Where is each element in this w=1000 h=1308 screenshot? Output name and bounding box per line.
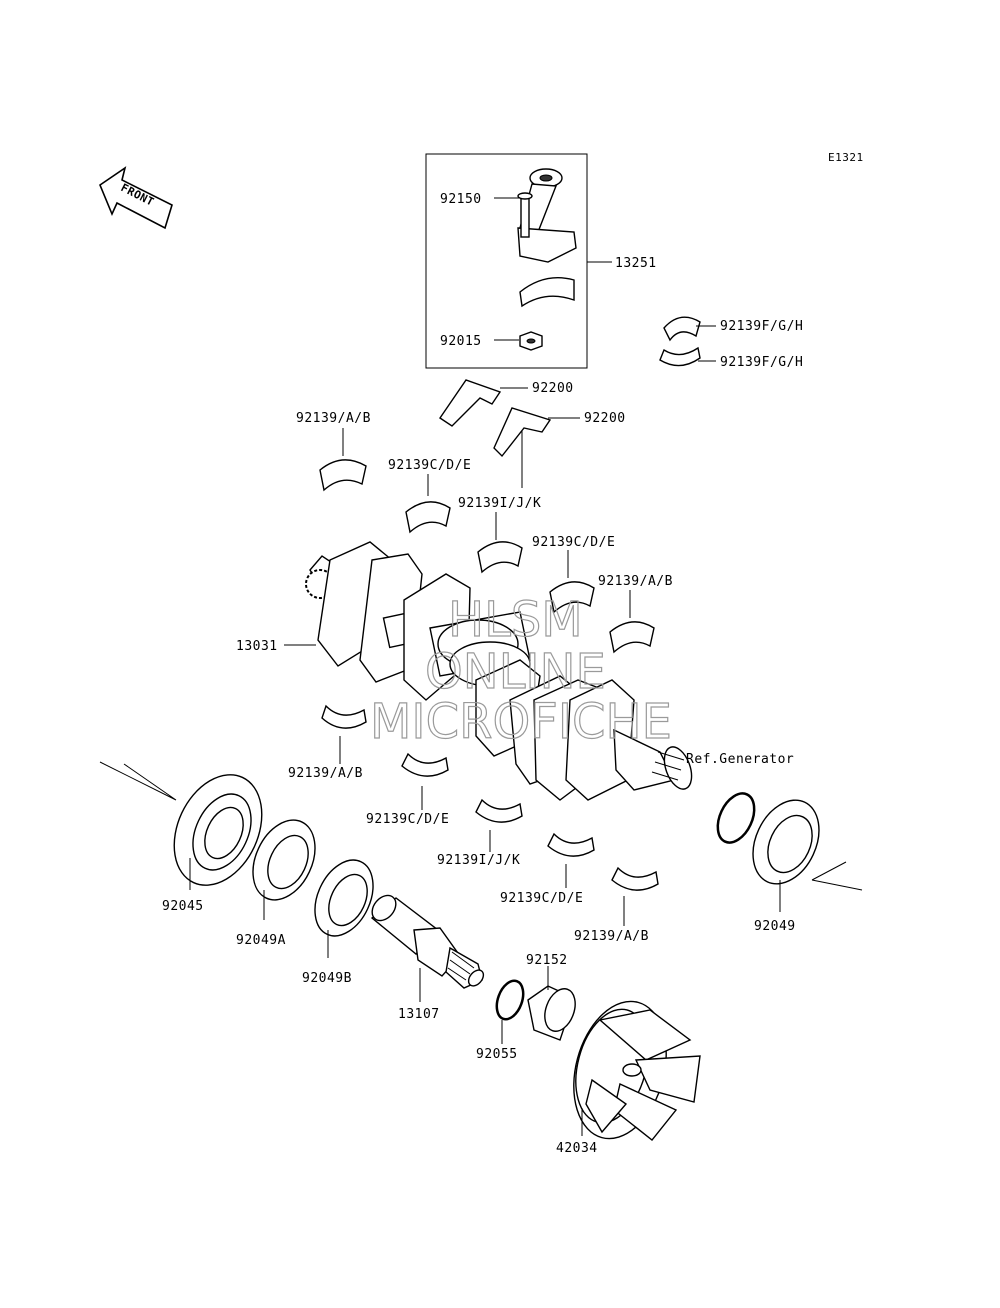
main-bearing-upper-1[interactable] [319, 459, 367, 492]
watermark: HLSM ONLINE MICROFICHE [369, 591, 672, 750]
crankshaft[interactable] [305, 541, 697, 801]
callout-92045: 92045 [162, 899, 204, 914]
callout-92049b: 92049B [302, 971, 352, 986]
conrod-bolt[interactable] [517, 192, 533, 238]
callout-92200-1: 92200 [532, 381, 574, 396]
callout-13107: 13107 [398, 1007, 440, 1022]
callout-92150: 92150 [440, 192, 482, 207]
callout-92152: 92152 [526, 953, 568, 968]
oring-92055[interactable] [492, 977, 528, 1023]
callout-92139ab-1: 92139/A/B [296, 411, 371, 426]
collar[interactable] [527, 985, 581, 1041]
oil-seal-b[interactable] [304, 851, 385, 945]
thrust-washer-1[interactable] [439, 379, 502, 427]
main-bearing-lower-2[interactable] [401, 752, 449, 777]
main-bearing-upper-3[interactable] [477, 541, 523, 574]
connecting-rod[interactable] [517, 168, 577, 308]
main-bearing-upper-5[interactable] [609, 621, 655, 654]
callout-92139fgh-2: 92139F/G/H [720, 355, 803, 370]
connecting-rod-group-box [425, 153, 588, 369]
output-shaft[interactable] [367, 891, 486, 989]
callout-92139cde-1: 92139C/D/E [388, 458, 471, 473]
conrod-bearing-lower[interactable] [659, 346, 701, 367]
front-arrow-icon: FRONT [99, 166, 173, 230]
callout-92049a: 92049A [236, 933, 286, 948]
callout-92139ab-4: 92139/A/B [574, 929, 649, 944]
main-bearing-upper-2[interactable] [405, 501, 451, 534]
diagram-code: E1321 [828, 151, 864, 164]
callout-92139cde-2: 92139C/D/E [532, 535, 615, 550]
svg-text:MICROFICHE: MICROFICHE [370, 694, 672, 750]
callout-92139fgh-1: 92139F/G/H [720, 319, 803, 334]
oil-seal-right[interactable] [740, 789, 832, 894]
conrod-nut[interactable] [519, 331, 543, 351]
callout-92139ab-2: 92139/A/B [598, 574, 673, 589]
callout-92139ijk-2: 92139I/J/K [437, 853, 520, 868]
callout-92055: 92055 [476, 1047, 518, 1062]
callout-92139ijk-1: 92139I/J/K [458, 496, 541, 511]
callout-92139cde-3: 92139C/D/E [366, 812, 449, 827]
callout-92015: 92015 [440, 334, 482, 349]
oring-right[interactable] [711, 788, 762, 849]
callout-92139ab-3: 92139/A/B [288, 766, 363, 781]
oil-seal-a[interactable] [241, 810, 327, 910]
main-bearing-lower-3[interactable] [475, 798, 523, 823]
ball-bearing[interactable] [157, 761, 279, 900]
callout-92200-2: 92200 [584, 411, 626, 426]
callout-13031: 13031 [236, 639, 278, 654]
callout-92139cde-4: 92139C/D/E [500, 891, 583, 906]
main-bearing-upper-4[interactable] [549, 581, 595, 614]
svg-text:HLSM: HLSM [448, 592, 583, 648]
main-bearing-lower-4[interactable] [547, 832, 595, 857]
callout-92049: 92049 [754, 919, 796, 934]
conrod-bearing-upper[interactable] [663, 316, 701, 342]
impeller[interactable] [559, 991, 701, 1149]
callout-42034: 42034 [556, 1141, 598, 1156]
main-bearing-lower-5[interactable] [611, 866, 659, 891]
ref-generator-note: Ref.Generator [686, 752, 794, 767]
main-bearing-lower-1[interactable] [321, 704, 367, 729]
callout-13251: 13251 [615, 256, 657, 271]
thrust-washer-2[interactable] [493, 407, 552, 458]
svg-text:ONLINE: ONLINE [425, 644, 606, 700]
